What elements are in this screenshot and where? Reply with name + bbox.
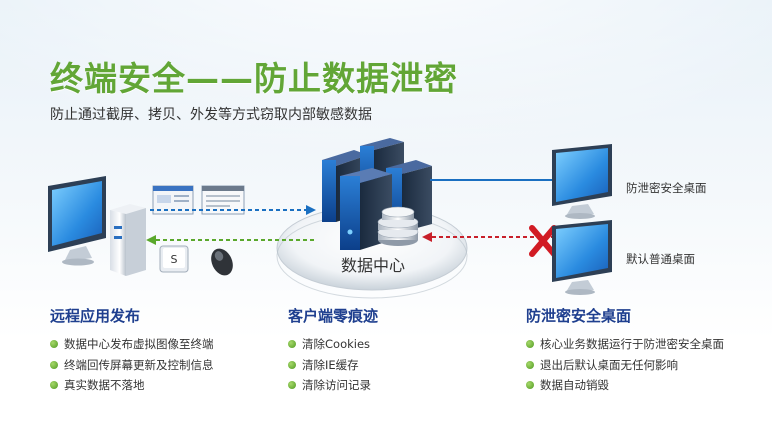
default-desktop-monitor-icon (552, 220, 612, 295)
list-item: 终端回传屏幕更新及控制信息 (50, 355, 214, 376)
list-item: 数据中心发布虚拟图像至终端 (50, 334, 214, 355)
upstream-arrow (146, 235, 316, 245)
feature-title: 防泄密安全桌面 (526, 307, 632, 325)
datacenter-label: 数据中心 (340, 256, 405, 275)
page-subtitle: 防止通过截屏、拷贝、外发等方式窃取内部敏感数据 (50, 107, 372, 123)
mouse-icon (211, 248, 233, 276)
client-tower-icon (110, 204, 146, 276)
list-item: 清除Cookies (288, 334, 378, 355)
feature-zero-trace: 客户端零痕迹 清除Cookies 清除IE缓存 清除访问记录 (288, 305, 378, 396)
page-title: 终端安全——防止数据泄密 (50, 59, 458, 98)
blocked-x-icon (529, 225, 557, 257)
feature-title: 客户端零痕迹 (288, 307, 379, 325)
list-item: 真实数据不落地 (50, 375, 214, 396)
list-item: 退出后默认桌面无任何影响 (526, 355, 724, 376)
client-monitor-icon (48, 176, 106, 266)
feature-remote-app: 远程应用发布 数据中心发布虚拟图像至终端 终端回传屏幕更新及控制信息 真实数据不… (50, 305, 214, 396)
list-item: 清除访问记录 (288, 375, 378, 396)
blocked-arrow (422, 232, 552, 242)
keyboard-key-icon: S (159, 245, 189, 273)
list-item: 清除IE缓存 (288, 355, 378, 376)
database-disk-icon (377, 206, 419, 246)
secure-desktop-label: 防泄密安全桌面 (626, 181, 707, 195)
list-item: 数据自动销毁 (526, 375, 724, 396)
downstream-arrow (150, 205, 316, 215)
feature-list: 数据中心发布虚拟图像至终端 终端回传屏幕更新及控制信息 真实数据不落地 (50, 334, 214, 396)
feature-title: 远程应用发布 (50, 307, 141, 325)
feature-list: 清除Cookies 清除IE缓存 清除访问记录 (288, 334, 378, 396)
feature-list: 核心业务数据运行于防泄密安全桌面 退出后默认桌面无任何影响 数据自动销毁 (526, 334, 724, 396)
feature-secure-desktop: 防泄密安全桌面 核心业务数据运行于防泄密安全桌面 退出后默认桌面无任何影响 数据… (526, 305, 724, 396)
list-item: 核心业务数据运行于防泄密安全桌面 (526, 334, 724, 355)
key-letter: S (171, 253, 178, 266)
default-desktop-label: 默认普通桌面 (626, 252, 695, 266)
secure-desktop-monitor-icon (552, 144, 612, 219)
